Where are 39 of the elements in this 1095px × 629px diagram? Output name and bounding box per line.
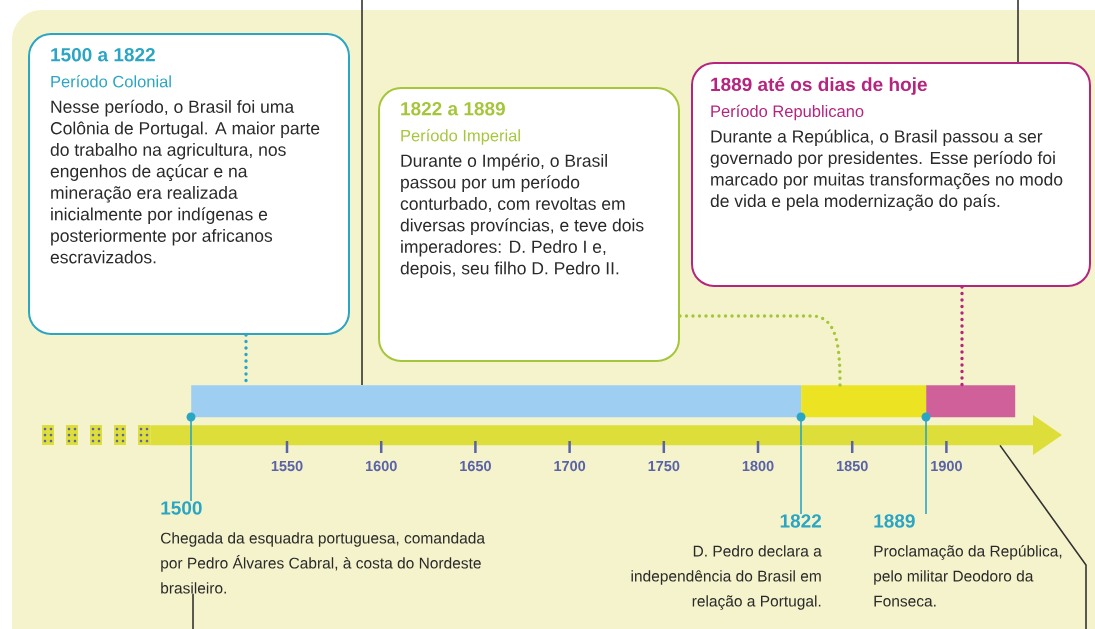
period-name: Período Colonial — [51, 75, 171, 88]
event-line — [800, 444, 802, 515]
period-band — [801, 385, 927, 418]
period-card — [28, 33, 350, 335]
description-text: Nesse período, o Brasil foi uma Colônia de Portugal. A maior parte do trabalho na agricultura, nos engenhos de açúcar e na mineração era realizada inicialmente por indígenas e posteriormente por africanos escravizados. — [50, 99, 320, 264]
date-range-heading: 1889 até os dias de hoje — [711, 77, 927, 95]
event-description: D. Pedro declara a independência do Brasil em relação a Portugal. — [631, 545, 822, 610]
description-text: Durante o Império, o Brasil passou por um período conturbado, com revoltas em diversas províncias, e teve dois imperadores: D. Pedro I e, depois, seu filho D. Pedro II. — [400, 153, 644, 278]
period-band — [926, 385, 1016, 418]
year-label: 1700 — [554, 460, 586, 472]
period-band — [191, 385, 802, 418]
event-year: 1500 — [161, 501, 202, 515]
year-label: 1550 — [271, 460, 303, 472]
event-description: Chegada da esquadra portuguesa, comandada por Pedro Álvares Cabral, à costa do Nordeste brasileiro. — [161, 532, 485, 594]
event-line — [190, 444, 192, 502]
period-name: Período Republicano — [711, 104, 864, 121]
year-label: 1800 — [742, 460, 774, 472]
leader-line — [192, 593, 194, 629]
timeline-arrow — [150, 415, 1062, 455]
leader-line — [361, 0, 363, 386]
leader-line — [1017, 0, 1019, 63]
year-label: 1600 — [366, 460, 397, 472]
period-card — [378, 87, 680, 362]
dotted-connector — [960, 285, 964, 387]
period-name: Período Imperial — [401, 129, 520, 145]
event-description: Proclamação da República, pelo militar Deodoro da Fonseca. — [874, 545, 1062, 607]
leader-line — [999, 444, 1087, 629]
year-label: 1900 — [931, 460, 962, 472]
dotted-connector — [678, 314, 842, 387]
event-year: 1822 — [780, 514, 822, 528]
year-label: 1750 — [648, 460, 680, 472]
year-label: 1650 — [460, 460, 491, 472]
date-range-heading: 1500 a 1822 — [51, 48, 155, 62]
year-label: 1850 — [837, 460, 868, 472]
event-line — [925, 444, 927, 515]
event-year: 1889 — [874, 514, 915, 528]
date-range-heading: 1822 a 1889 — [401, 102, 505, 116]
description-text: Durante a República, o Brasil passou a ser governado por presidentes. Esse período foi marcado por muitas transformações no modo de vida e pela modernização do país. — [710, 129, 1063, 211]
period-card — [691, 62, 1091, 287]
